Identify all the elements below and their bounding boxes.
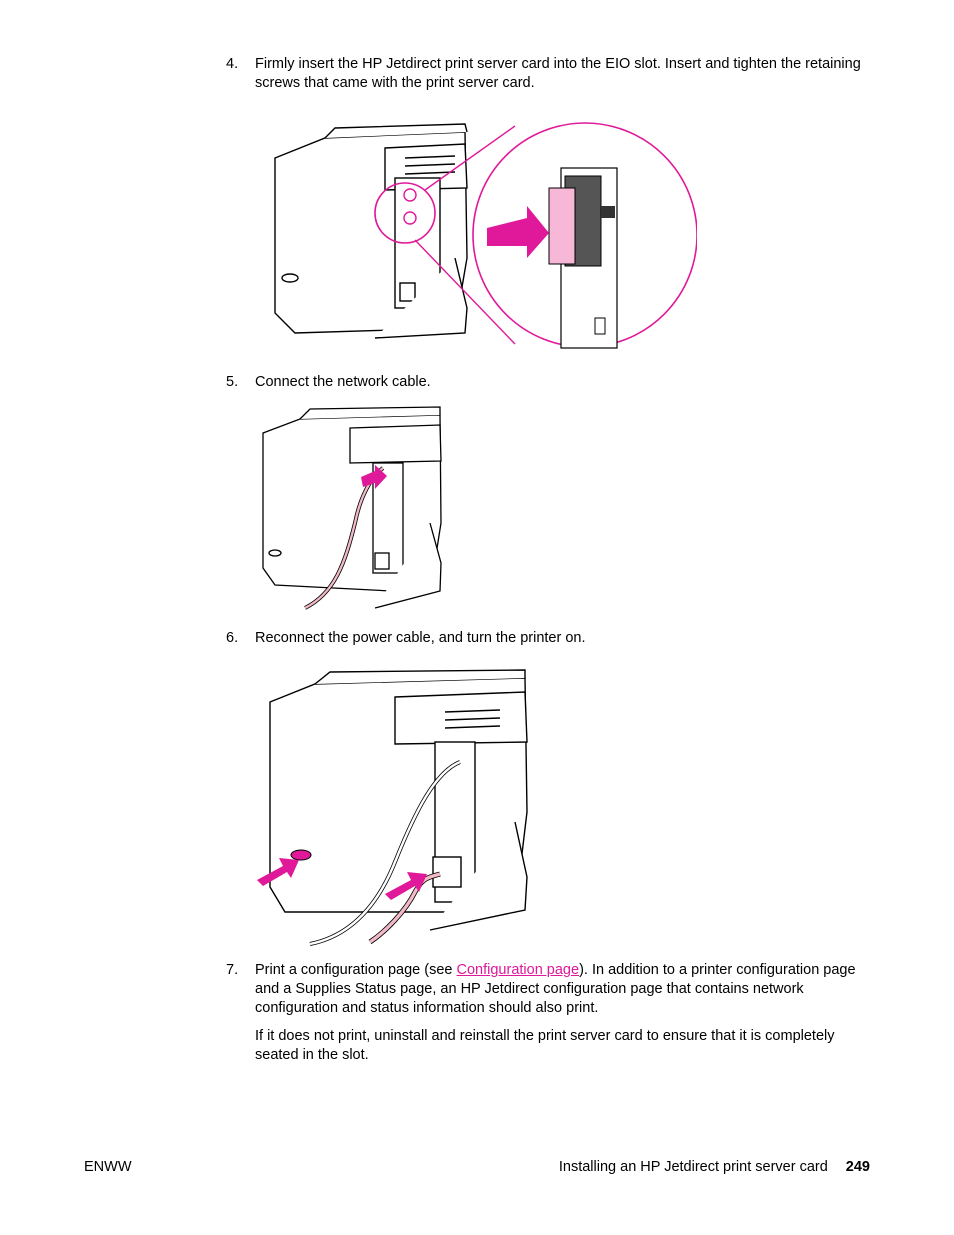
step-6: 6. Reconnect the power cable, and turn t… bbox=[226, 629, 866, 648]
step-text: Print a configuration page (see Configur… bbox=[255, 961, 866, 1018]
step-number: 7. bbox=[226, 962, 239, 978]
note-paragraph: If it does not print, uninstall and rein… bbox=[255, 1028, 835, 1063]
figure-power-cable bbox=[257, 669, 528, 946]
screw-arrows-icon bbox=[403, 188, 417, 225]
step-text: Reconnect the power cable, and turn the … bbox=[255, 630, 586, 646]
step-text-after: ). In addition to a printer configuratio… bbox=[255, 962, 856, 1016]
figure-network-cable bbox=[262, 406, 442, 610]
step-number: 6. bbox=[226, 630, 239, 646]
configuration-page-link[interactable]: Configuration page bbox=[456, 962, 580, 978]
footer-right: Installing an HP Jetdirect print server … bbox=[559, 1158, 870, 1177]
figure-insert-card bbox=[274, 122, 697, 349]
step-5: 5. Connect the network cable. bbox=[226, 373, 866, 392]
zoom-callout bbox=[374, 122, 697, 349]
step-7: 7. Print a configuration page (see Confi… bbox=[226, 961, 866, 1018]
page-number: 249 bbox=[845, 1159, 870, 1175]
step-text: Firmly insert the HP Jetdirect print ser… bbox=[255, 56, 861, 91]
power-button-icon bbox=[290, 849, 312, 861]
step-number: 4. bbox=[226, 56, 239, 72]
step-text: Connect the network cable. bbox=[255, 374, 431, 390]
step-text-before: Print a configuration page (see bbox=[255, 962, 457, 978]
power-arrow-icon bbox=[257, 858, 299, 886]
cable-arrow-icon bbox=[385, 872, 427, 900]
arrow-icon bbox=[361, 465, 387, 489]
step-4: 4. Firmly insert the HP Jetdirect print … bbox=[226, 55, 866, 93]
footer-left: ENWW bbox=[84, 1159, 132, 1175]
footer-section-title: Installing an HP Jetdirect print server … bbox=[558, 1159, 828, 1175]
step-number: 5. bbox=[226, 374, 239, 390]
